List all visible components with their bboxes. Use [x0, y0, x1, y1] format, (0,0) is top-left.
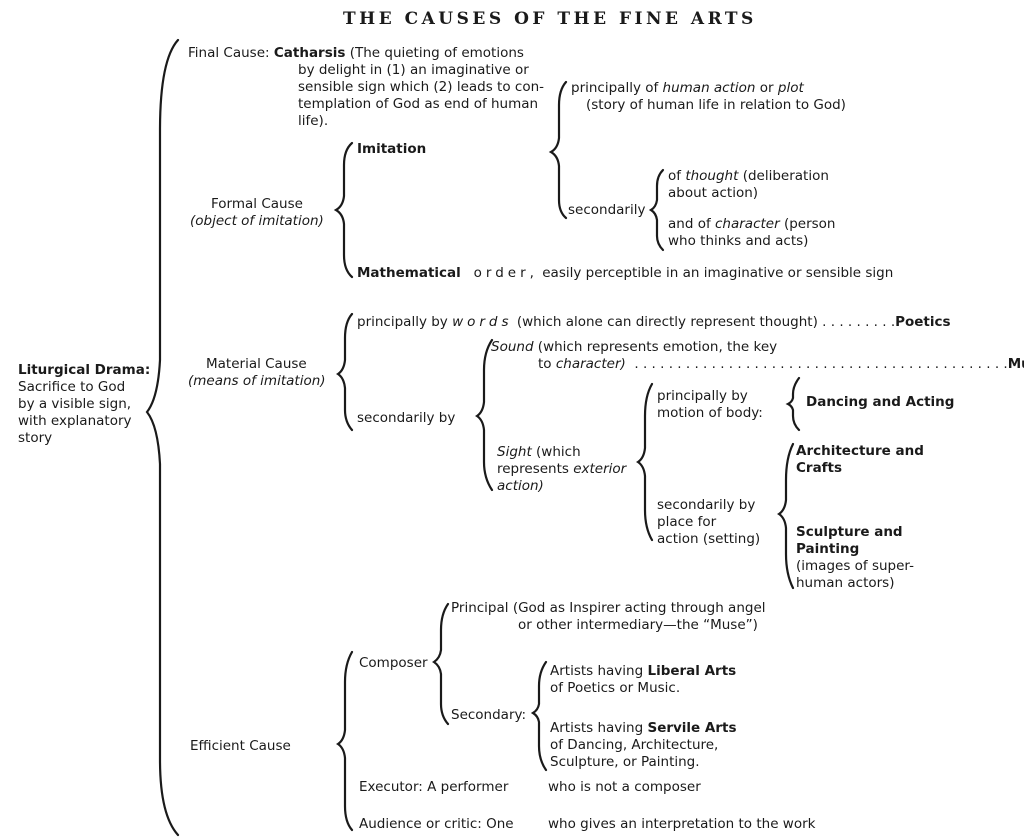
sound-line: Sound (which represents emotion, the key [491, 339, 777, 356]
motion-of-body: principally by motion of body: [657, 388, 763, 421]
brace-place [777, 442, 795, 590]
words-line: principally by words (which alone can di… [357, 314, 951, 331]
brace-secondary [530, 660, 548, 772]
final-cause-description: by delight in (1) an imaginative or sens… [298, 62, 545, 129]
composer-label: Composer [359, 655, 428, 671]
dancing-acting-art: Dancing and Acting [806, 394, 955, 410]
place-for-action: secondarily by place for action (setting… [657, 497, 761, 547]
root-description: Sacrifice to God by a visible sign, with… [18, 379, 132, 446]
principal-action-line: principally of human action or plot [571, 80, 804, 97]
character-suffix: (person [779, 216, 836, 232]
human-action-term: human action [662, 80, 756, 96]
principal-prefix: principally of [571, 80, 663, 96]
formal-secondarily: secondarily [568, 202, 646, 218]
principal-composer: Principal (God as Inspirer acting throug… [451, 600, 766, 616]
sound-to: to [538, 356, 556, 372]
thought-suffix: (deliberation [738, 168, 829, 184]
servile-prefix: Artists having [550, 720, 648, 736]
words-term: words [452, 314, 513, 330]
words-suffix: (which alone can directly represent thou… [512, 314, 818, 330]
thought-term: thought [685, 168, 739, 184]
brace-formal [333, 141, 354, 279]
sculpture-painting-desc: (images of super- human actors) [796, 558, 914, 591]
sight-represents: represents [497, 461, 574, 477]
character-term: character [715, 216, 780, 232]
principal-action-desc: (story of human life in relation to God) [586, 97, 846, 113]
sight-term: Sight [497, 444, 532, 460]
material-cause-label: Material Cause [206, 356, 307, 372]
sculpture-painting-art: Sculpture and Painting [796, 524, 903, 557]
formal-cause-label: Formal Cause [211, 196, 303, 212]
executor-desc: who is not a composer [548, 779, 701, 795]
poetics-art: Poetics [895, 314, 951, 330]
sight-line3: action) [497, 478, 544, 494]
words-leader: . . . . . . . . . [822, 314, 896, 330]
order-description: easily perceptible in an imaginative or … [542, 265, 894, 281]
final-cause-label: Final Cause: [188, 45, 270, 61]
character-line: and of character (person [668, 216, 836, 233]
formal-cause-sublabel: (object of imitation) [190, 213, 324, 229]
brace-thought-character [648, 168, 665, 252]
secondary-composer: Secondary: [451, 707, 527, 723]
brace-main [145, 38, 180, 837]
sound-character-term: character) [555, 356, 626, 372]
mathematical-order-line: Mathematical order, easily perceptible i… [357, 265, 893, 282]
sound-leader: . . . . . . . . . . . . . . . . . . . . … [634, 356, 1008, 372]
exterior-term: exterior [573, 461, 627, 477]
principal-composer-desc: or other intermediary—the “Muse”) [518, 617, 758, 633]
audience-label: Audience or critic: One [359, 816, 514, 832]
architecture-crafts-art: Architecture and Crafts [796, 443, 924, 476]
material-cause-sublabel: (means of imitation) [188, 373, 326, 389]
liberal-arts-term: Liberal Arts [647, 663, 737, 679]
brace-material [336, 312, 354, 432]
sound-line2: to character) . . . . . . . . . . . . . … [538, 356, 1024, 373]
sight-line: Sight (which [497, 444, 581, 461]
words-prefix: principally by [357, 314, 453, 330]
material-secondarily-by: secondarily by [357, 410, 456, 426]
sound-suffix: (which represents emotion, the key [533, 339, 778, 355]
plot-term: plot [777, 80, 804, 96]
brace-efficient [336, 650, 354, 832]
final-cause-desc-start: (The quieting of emotions [345, 45, 524, 61]
liberal-arts-desc: of Poetics or Music. [550, 680, 681, 696]
brace-sight [636, 382, 654, 542]
brace-imitation [548, 80, 568, 220]
brace-sound-sight [475, 338, 494, 492]
mathematical-term: Mathematical [357, 265, 461, 281]
liberal-prefix: Artists having [550, 663, 648, 679]
imitation-term: Imitation [357, 141, 427, 157]
final-cause-line1: Final Cause: Catharsis (The quieting of … [188, 45, 524, 62]
thought-desc: about action) [668, 185, 759, 201]
thought-line: of thought (deliberation [668, 168, 829, 185]
catharsis-term: Catharsis [273, 45, 346, 61]
thought-prefix: of [668, 168, 686, 184]
liberal-arts-line: Artists having Liberal Arts [550, 663, 736, 680]
sight-suffix: (which [531, 444, 581, 460]
sound-term: Sound [491, 339, 534, 355]
order-word: order, [473, 265, 538, 281]
or-word: or [755, 80, 778, 96]
brace-dancing [785, 376, 801, 432]
page-title: THE CAUSES OF THE FINE ARTS [343, 9, 757, 29]
character-prefix: and of [668, 216, 715, 232]
servile-arts-term: Servile Arts [647, 720, 737, 736]
efficient-cause-label: Efficient Cause [190, 738, 291, 754]
root-label: Liturgical Drama: [18, 362, 151, 378]
executor-label: Executor: A performer [359, 779, 509, 795]
brace-composer [432, 602, 450, 726]
servile-arts-line: Artists having Servile Arts [550, 720, 737, 737]
music-art: Music [1007, 356, 1024, 372]
audience-desc: who gives an interpretation to the work [548, 816, 816, 832]
servile-arts-desc: of Dancing, Architecture, Sculpture, or … [550, 737, 719, 770]
sight-line2: represents exterior [497, 461, 626, 478]
character-desc: who thinks and acts) [668, 233, 809, 249]
